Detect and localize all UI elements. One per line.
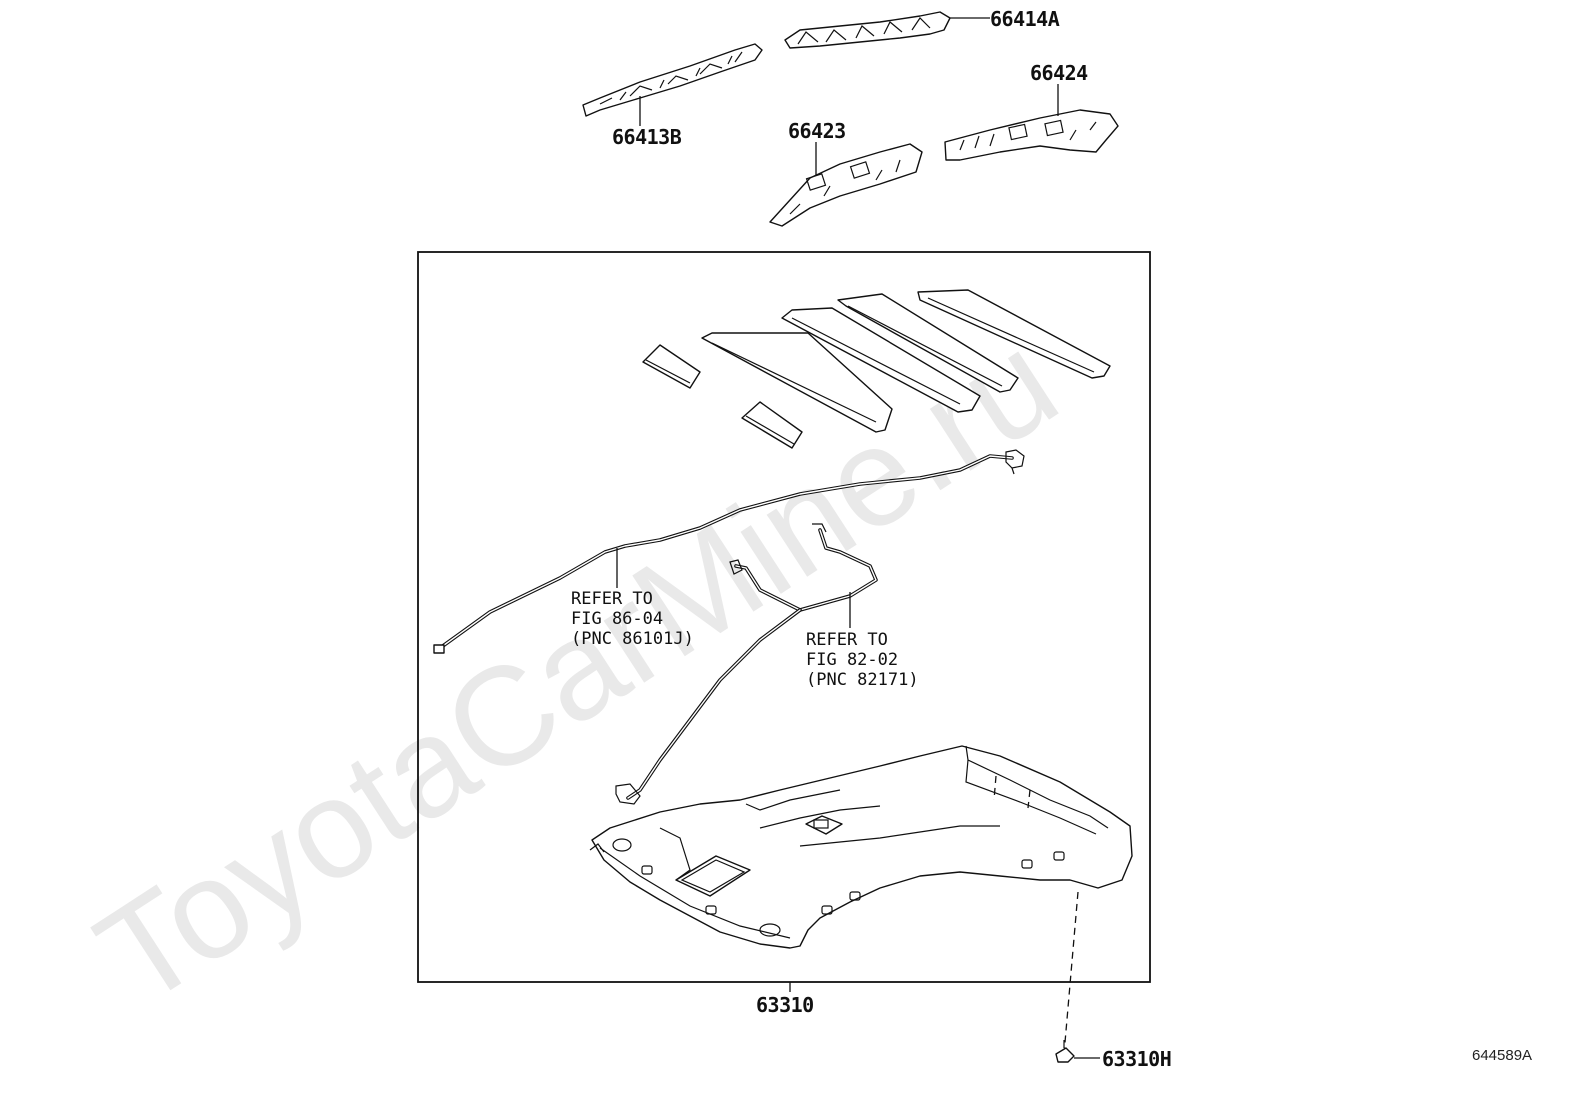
label-66414A[interactable]: 66414A — [990, 7, 1060, 31]
svg-text:(PNC 86101J): (PNC 86101J) — [571, 629, 694, 649]
part-66413B-roof-rail[interactable] — [582, 43, 763, 117]
svg-text:FIG 82-02: FIG 82-02 — [806, 650, 898, 670]
wire-harness-86101J[interactable] — [433, 449, 1025, 654]
label-66413B[interactable]: 66413B — [612, 125, 682, 149]
watermark: ToyotaCarMine.ru — [71, 302, 1083, 1035]
svg-text:REFER TO: REFER TO — [806, 630, 888, 650]
label-63310[interactable]: 63310 — [756, 993, 814, 1017]
reference-note-82-02: REFER TO FIG 82-02 (PNC 82171) — [806, 630, 919, 690]
svg-text:REFER TO: REFER TO — [571, 589, 653, 609]
headliner-pads — [642, 289, 1111, 449]
assembly-frame-63310 — [417, 251, 1151, 983]
part-63310-headliner[interactable] — [589, 745, 1133, 949]
part-66414A-roof-rail[interactable] — [784, 11, 951, 49]
reference-note-86-04: REFER TO FIG 86-04 (PNC 86101J) — [571, 589, 694, 649]
svg-text:FIG 86-04: FIG 86-04 — [571, 609, 663, 629]
part-66424-roof-rail[interactable] — [944, 109, 1119, 161]
part-63310H-clip[interactable] — [1055, 1040, 1075, 1063]
svg-text:(PNC 82171): (PNC 82171) — [806, 670, 919, 690]
label-66423[interactable]: 66423 — [788, 119, 846, 143]
label-63310H[interactable]: 63310H — [1102, 1047, 1172, 1071]
label-66424[interactable]: 66424 — [1030, 61, 1089, 85]
diagram-code: 644589A — [1472, 1047, 1532, 1064]
part-66423-roof-rail[interactable] — [769, 143, 923, 227]
